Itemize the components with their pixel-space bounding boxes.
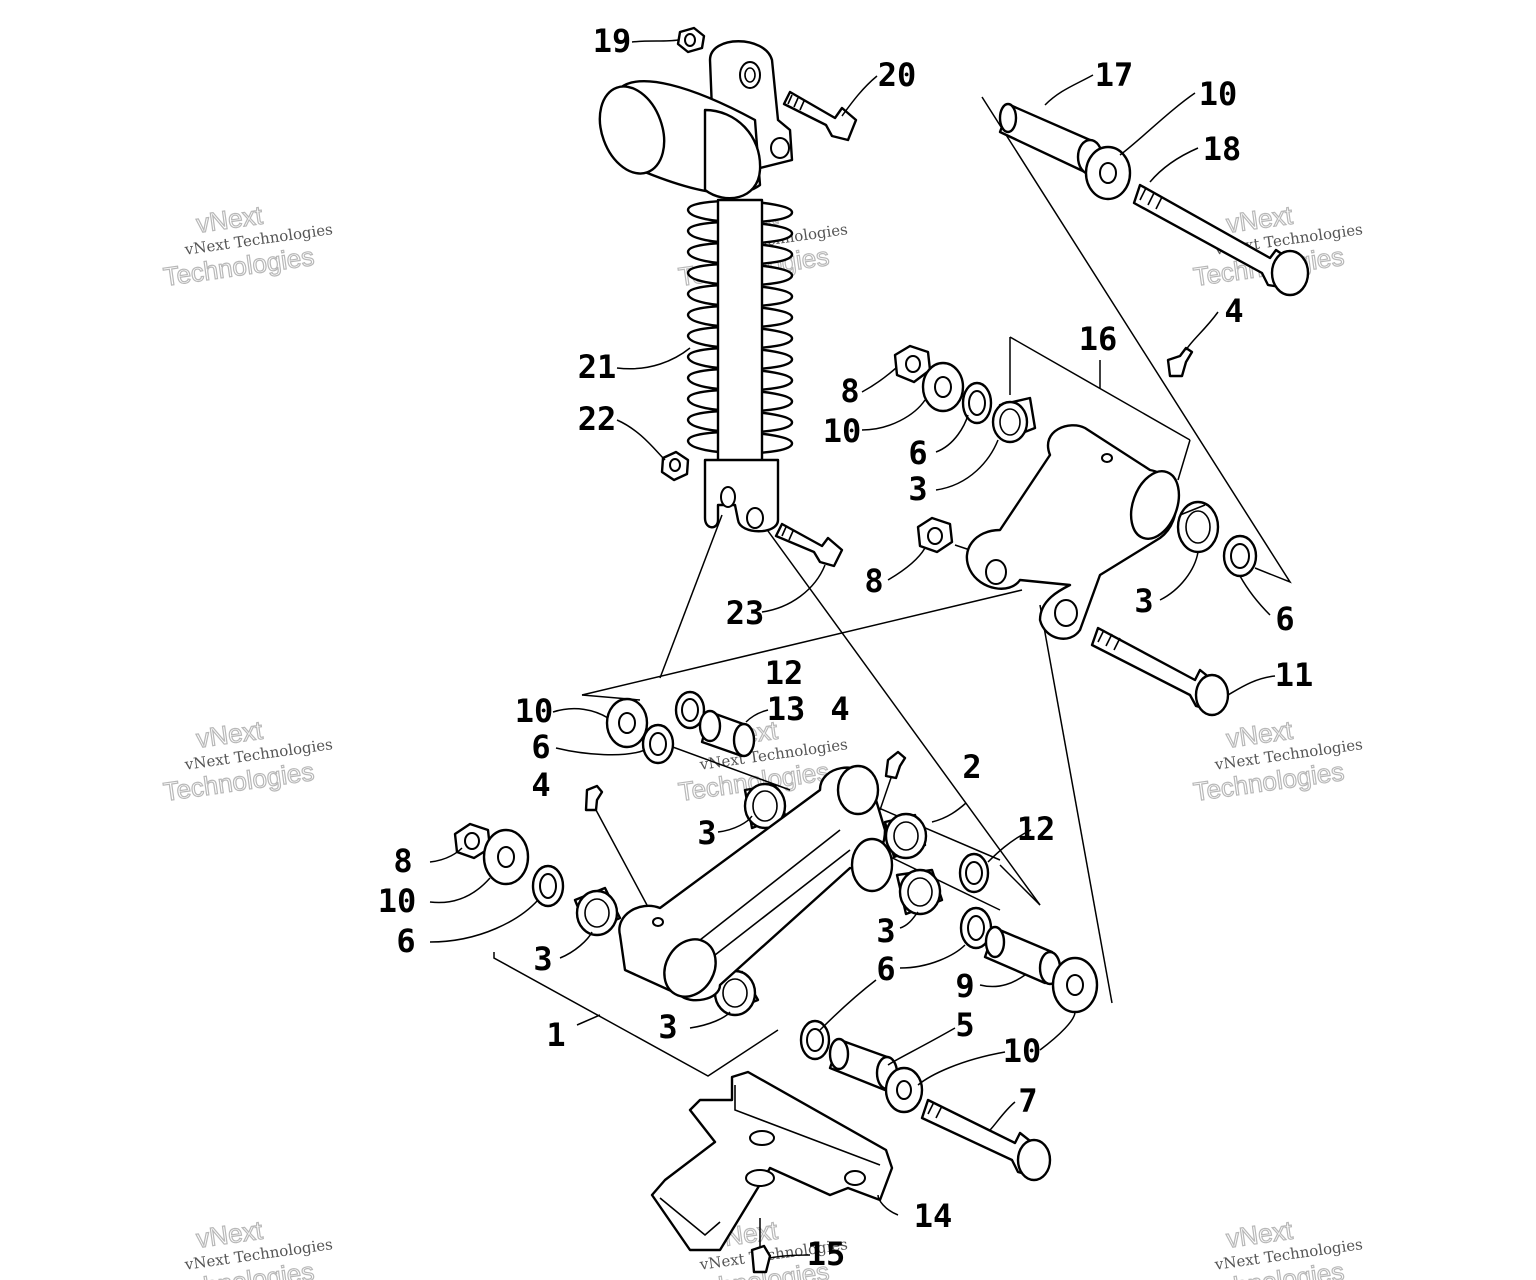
sleeve-13 — [698, 709, 756, 758]
callout-label-6: 6 — [1275, 600, 1294, 638]
callout-label-3: 3 — [908, 470, 927, 508]
nut-8-b — [916, 516, 954, 554]
washer-12-a — [674, 690, 706, 730]
bolt-7 — [920, 1098, 1052, 1182]
callout-label-17: 17 — [1095, 56, 1134, 94]
callout-label-3: 3 — [1134, 582, 1153, 620]
callout-label-3: 3 — [533, 940, 552, 978]
callout-label-12: 12 — [1017, 810, 1056, 848]
shock-absorber — [598, 40, 794, 533]
callout-label-15: 15 — [807, 1235, 846, 1273]
nut-22 — [660, 450, 690, 482]
washer-10-e — [884, 1066, 924, 1114]
group-lines — [493, 96, 1292, 1077]
washer-6-f — [799, 1019, 831, 1061]
bolt-18 — [1132, 183, 1310, 297]
sleeve-17 — [998, 102, 1104, 176]
washer-12-b — [958, 852, 990, 894]
callout-label-5: 5 — [955, 1006, 974, 1044]
callout-label-22: 22 — [578, 400, 617, 438]
callout-label-4: 4 — [830, 690, 849, 728]
callout-label-20: 20 — [878, 56, 917, 94]
hardware-parts — [453, 26, 1310, 1274]
callout-label-6: 6 — [876, 950, 895, 988]
callout-label-3: 3 — [876, 912, 895, 950]
callout-label-6: 6 — [908, 434, 927, 472]
nut-19 — [676, 26, 706, 54]
callout-label-8: 8 — [840, 372, 859, 410]
grease-fitting-4-c — [584, 784, 604, 812]
bushing-3-d — [895, 868, 944, 916]
bushing-3-b — [1176, 500, 1220, 554]
callout-label-7: 7 — [1018, 1082, 1037, 1120]
callout-label-13: 13 — [767, 690, 806, 728]
callout-label-10: 10 — [378, 882, 417, 920]
callout-label-6: 6 — [396, 922, 415, 960]
callout-label-11: 11 — [1275, 656, 1314, 694]
callout-label-10: 10 — [1199, 75, 1238, 113]
callout-label-10: 10 — [823, 412, 862, 450]
grease-fitting-4-b — [884, 750, 907, 780]
bolt-11 — [1090, 626, 1230, 717]
grease-fitting-4-top — [1166, 346, 1194, 378]
callout-label-2: 2 — [962, 748, 981, 786]
bolt-20 — [782, 90, 858, 142]
washer-10-c — [1051, 956, 1099, 1014]
callout-label-8: 8 — [393, 842, 412, 880]
callout-label-18: 18 — [1203, 130, 1242, 168]
connecting-rod-16 — [965, 424, 1181, 640]
washer-6-a — [961, 381, 993, 425]
washer-6-d — [959, 906, 993, 950]
callout-label-3: 3 — [697, 814, 716, 852]
bushing-2 — [883, 812, 928, 860]
callout-label-4: 4 — [531, 766, 550, 804]
callout-label-1: 1 — [546, 1016, 565, 1054]
bolt-23 — [774, 522, 844, 568]
callout-label-19: 19 — [593, 22, 632, 60]
skid-plate-14 — [650, 1070, 894, 1252]
callout-label-6: 6 — [531, 728, 550, 766]
washer-10-d — [482, 828, 530, 886]
callout-label-9: 9 — [955, 967, 974, 1005]
washer-6-b — [1222, 534, 1258, 578]
bushing-3-a — [991, 396, 1037, 444]
washer-10-top — [1084, 145, 1132, 201]
fitting-15 — [750, 1244, 772, 1274]
callout-label-23: 23 — [726, 594, 765, 632]
callout-label-14: 14 — [914, 1197, 953, 1235]
washer-10-b — [605, 697, 649, 749]
callout-leaders — [429, 39, 1276, 1259]
lower-link-1 — [618, 764, 894, 1002]
washer-6-e — [531, 864, 565, 908]
bushing-3-c — [743, 782, 787, 830]
callout-label-21: 21 — [578, 348, 617, 386]
sleeve-9 — [983, 925, 1062, 986]
callout-label-3: 3 — [658, 1008, 677, 1046]
nut-8-a — [893, 344, 932, 384]
callout-label-10: 10 — [515, 692, 554, 730]
callout-label-4: 4 — [1224, 292, 1243, 330]
bushing-3-e — [573, 886, 622, 937]
callout-label-10: 10 — [1003, 1032, 1042, 1070]
callout-label-16: 16 — [1079, 320, 1118, 358]
callout-label-12: 12 — [765, 654, 804, 692]
callout-label-8: 8 — [864, 562, 883, 600]
washer-6-c — [641, 723, 675, 765]
washer-10-a — [921, 361, 965, 413]
